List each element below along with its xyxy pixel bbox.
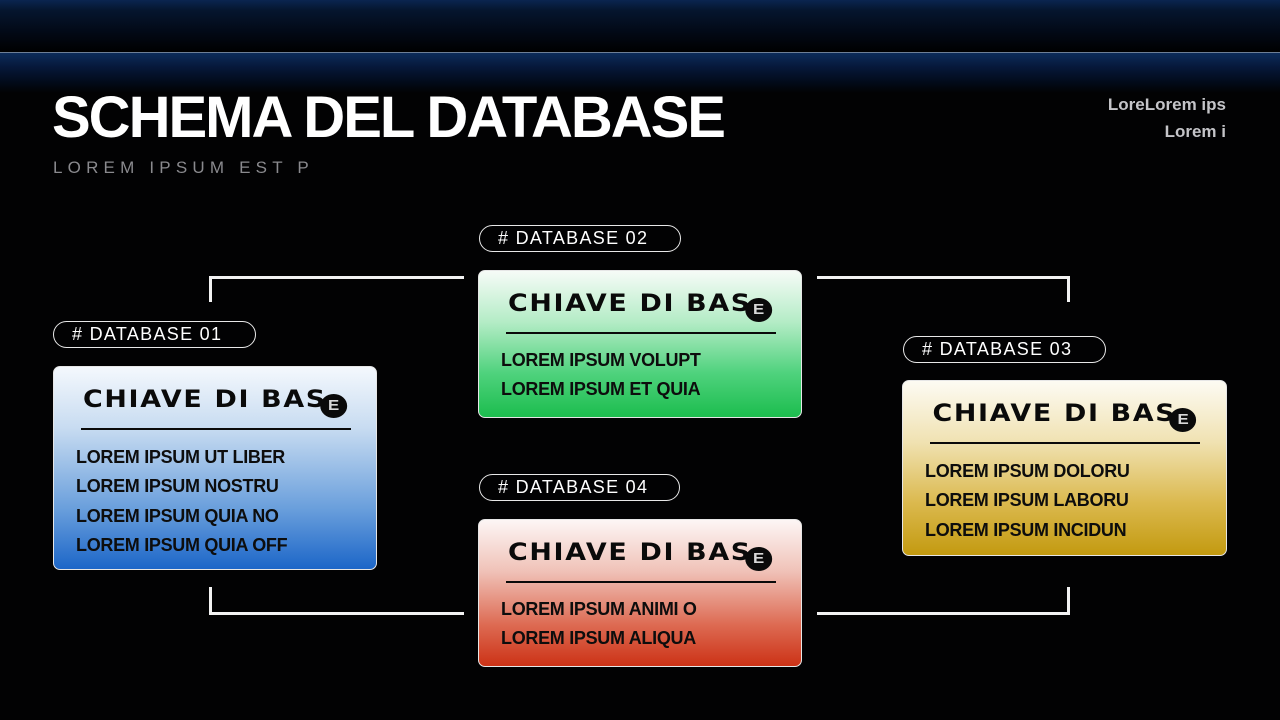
field-list: LOREM IPSUM ANIMI O LOREM IPSUM ALIQUA	[501, 595, 697, 654]
field-list: LOREM IPSUM UT LIBER LOREM IPSUM NOSTRU …	[76, 443, 288, 560]
card-title: CHIAVE DI BASE	[479, 538, 801, 571]
connector-top-left-vertical	[209, 276, 212, 302]
field-item: LOREM IPSUM QUIA NO	[76, 505, 279, 526]
top-banner	[0, 0, 1280, 52]
field-item: LOREM IPSUM VOLUPT	[501, 350, 701, 370]
card-divider	[81, 428, 351, 430]
card-divider	[930, 442, 1200, 444]
connector-bottom-right-horizontal	[817, 612, 1070, 615]
field-item: LOREM IPSUM INCIDUN	[925, 519, 1127, 540]
field-item: LOREM IPSUM ALIQUA	[501, 628, 696, 649]
connector-bottom-left-vertical	[209, 587, 212, 615]
database-02-card[interactable]: CHIAVE DI BASE LOREM IPSUM VOLUPT LOREM …	[478, 270, 802, 418]
connector-top-right-horizontal	[817, 276, 1070, 279]
connector-bottom-left-horizontal	[210, 612, 464, 615]
banner-divider	[0, 52, 1280, 53]
database-01-tag: # DATABASE 01	[53, 321, 256, 348]
corner-caption-line: Lorem i	[1164, 122, 1226, 141]
circled-e-icon: E	[745, 298, 773, 322]
card-title: CHIAVE DI BASE	[479, 289, 801, 322]
circled-e-icon: E	[320, 394, 348, 418]
header-glow-band	[0, 53, 1280, 93]
connector-top-right-vertical	[1067, 276, 1070, 302]
connector-top-left-horizontal	[210, 276, 464, 279]
card-title-text: CHIAVE DI BAS	[82, 385, 327, 413]
card-title: CHIAVE DI BASE	[903, 399, 1226, 432]
card-title-text: CHIAVE DI BAS	[507, 289, 752, 317]
field-item: LOREM IPSUM QUIA OFF	[76, 534, 288, 555]
database-03-tag: # DATABASE 03	[903, 336, 1106, 363]
card-divider	[506, 332, 776, 334]
field-item: LOREM IPSUM DOLORU	[925, 461, 1130, 481]
database-01-card[interactable]: CHIAVE DI BASE LOREM IPSUM UT LIBER LORE…	[53, 366, 377, 570]
card-title-text: CHIAVE DI BAS	[507, 538, 752, 566]
database-04-card[interactable]: CHIAVE DI BASE LOREM IPSUM ANIMI O LOREM…	[478, 519, 802, 667]
field-item: LOREM IPSUM NOSTRU	[76, 476, 279, 497]
connector-bottom-right-vertical	[1067, 587, 1070, 615]
field-item: LOREM IPSUM UT LIBER	[76, 447, 285, 467]
card-divider	[506, 581, 776, 583]
field-item: LOREM IPSUM LABORU	[925, 490, 1129, 511]
page-title: SCHEMA DEL DATABASE	[52, 85, 726, 150]
database-04-tag: # DATABASE 04	[479, 474, 680, 501]
field-list: LOREM IPSUM VOLUPT LOREM IPSUM ET QUIA	[501, 346, 701, 405]
field-item: LOREM IPSUM ET QUIA	[501, 379, 701, 400]
corner-caption-line: LoreLorem ips	[1107, 95, 1226, 114]
corner-caption: LoreLorem ips Lorem i	[1108, 91, 1226, 145]
field-list: LOREM IPSUM DOLORU LOREM IPSUM LABORU LO…	[925, 457, 1130, 545]
database-02-tag: # DATABASE 02	[479, 225, 681, 252]
database-03-card[interactable]: CHIAVE DI BASE LOREM IPSUM DOLORU LOREM …	[902, 380, 1227, 556]
circled-e-icon: E	[1169, 408, 1197, 432]
card-title-text: CHIAVE DI BAS	[932, 399, 1177, 427]
page-subtitle: LOREM IPSUM EST P	[53, 158, 314, 177]
card-title: CHIAVE DI BASE	[54, 385, 376, 418]
field-item: LOREM IPSUM ANIMI O	[501, 599, 697, 619]
circled-e-icon: E	[745, 547, 773, 571]
